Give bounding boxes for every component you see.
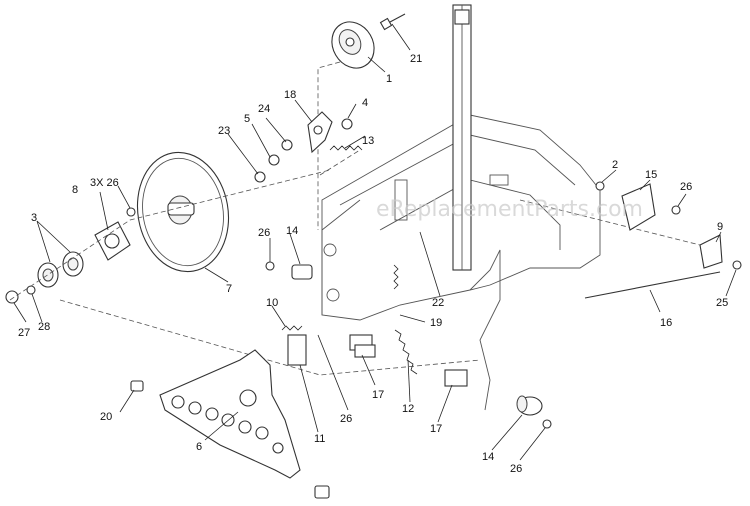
part-3-bearing-b: [37, 262, 59, 288]
callout-26-topright: 26: [680, 181, 692, 193]
part-2-bolt: [595, 181, 605, 191]
part-15-bracket: [621, 183, 656, 231]
part-14-bushing-right: [516, 395, 543, 416]
callout-6: 6: [196, 441, 202, 453]
callout-8: 8: [72, 184, 78, 196]
callout-26-left: 26: [258, 227, 270, 239]
callout-13: 13: [362, 135, 374, 147]
callout-12: 12: [402, 403, 414, 415]
callout-26-center: 26: [340, 413, 352, 425]
chassis-frame: [321, 114, 601, 411]
callout-23: 23: [218, 125, 230, 137]
part-26-bolt-topright: [671, 205, 681, 215]
callout-labels: 1 2 3 3X 26 4 5 6 7 8 9 10 11 12 13 14 1…: [18, 53, 728, 475]
part-25-nut: [732, 260, 742, 270]
part-11-bracket: [287, 334, 307, 366]
callout-17-a: 17: [372, 389, 384, 401]
part-5-washer: [268, 154, 280, 166]
callout-16: 16: [660, 317, 672, 329]
callout-24: 24: [258, 103, 270, 115]
callout-22: 22: [432, 297, 444, 309]
leader-lines: [13, 23, 737, 461]
part-13-spring: [329, 145, 363, 151]
part-7-drive-wheel: [136, 151, 230, 273]
part-8-flange: [94, 221, 131, 261]
callout-20: 20: [100, 411, 112, 423]
callout-18: 18: [284, 89, 296, 101]
part-4-washer: [341, 118, 353, 130]
callout-19: 19: [430, 317, 442, 329]
part-22-spring: [393, 264, 399, 290]
part-16-rod: [519, 199, 721, 299]
callout-14-left: 14: [286, 225, 298, 237]
callout-7: 7: [226, 283, 232, 295]
part-27-nut: [5, 290, 19, 304]
part-9-bracket: [699, 234, 723, 269]
callout-9: 9: [717, 221, 723, 233]
part-10-spring: [281, 325, 303, 331]
callout-27: 27: [18, 327, 30, 339]
callout-10: 10: [266, 297, 278, 309]
callout-26-bottom: 26: [510, 463, 522, 475]
part-12-spring: [394, 329, 418, 375]
callout-3x26: 3X 26: [90, 177, 119, 189]
part-26-bolt-left: [265, 261, 275, 271]
callout-21: 21: [410, 53, 422, 65]
part-3-bearing-a: [62, 251, 84, 277]
callout-14-right: 14: [482, 451, 494, 463]
part-17-bracket-a: [354, 344, 376, 358]
callout-15: 15: [645, 169, 657, 181]
callout-25: 25: [716, 297, 728, 309]
callout-5: 5: [244, 113, 250, 125]
part-14-bushing-left: [291, 264, 313, 280]
part-6-side-plate: [159, 349, 301, 479]
callout-3: 3: [31, 212, 37, 224]
part-23-bolt: [254, 171, 266, 183]
callout-2: 2: [612, 159, 618, 171]
part-21-bolt: [379, 13, 406, 31]
part-24-nut: [281, 139, 293, 151]
part-18-idler-arm: [307, 111, 333, 154]
watermark: eReplacementParts.com: [376, 197, 643, 222]
part-17-bracket-b: [444, 369, 468, 387]
callout-4: 4: [362, 97, 368, 109]
part-bushing-bottom: [314, 485, 330, 499]
callout-28: 28: [38, 321, 50, 333]
callout-17-b: 17: [430, 423, 442, 435]
part-28-washer: [26, 285, 36, 295]
callout-11: 11: [314, 433, 325, 445]
part-3x26-bolt: [126, 207, 136, 217]
part-26-bolt-right: [542, 419, 552, 429]
part-20-bushing: [130, 380, 144, 392]
part-1-pulley: [331, 21, 375, 69]
callout-1: 1: [386, 73, 392, 85]
steering-column: [452, 4, 472, 271]
